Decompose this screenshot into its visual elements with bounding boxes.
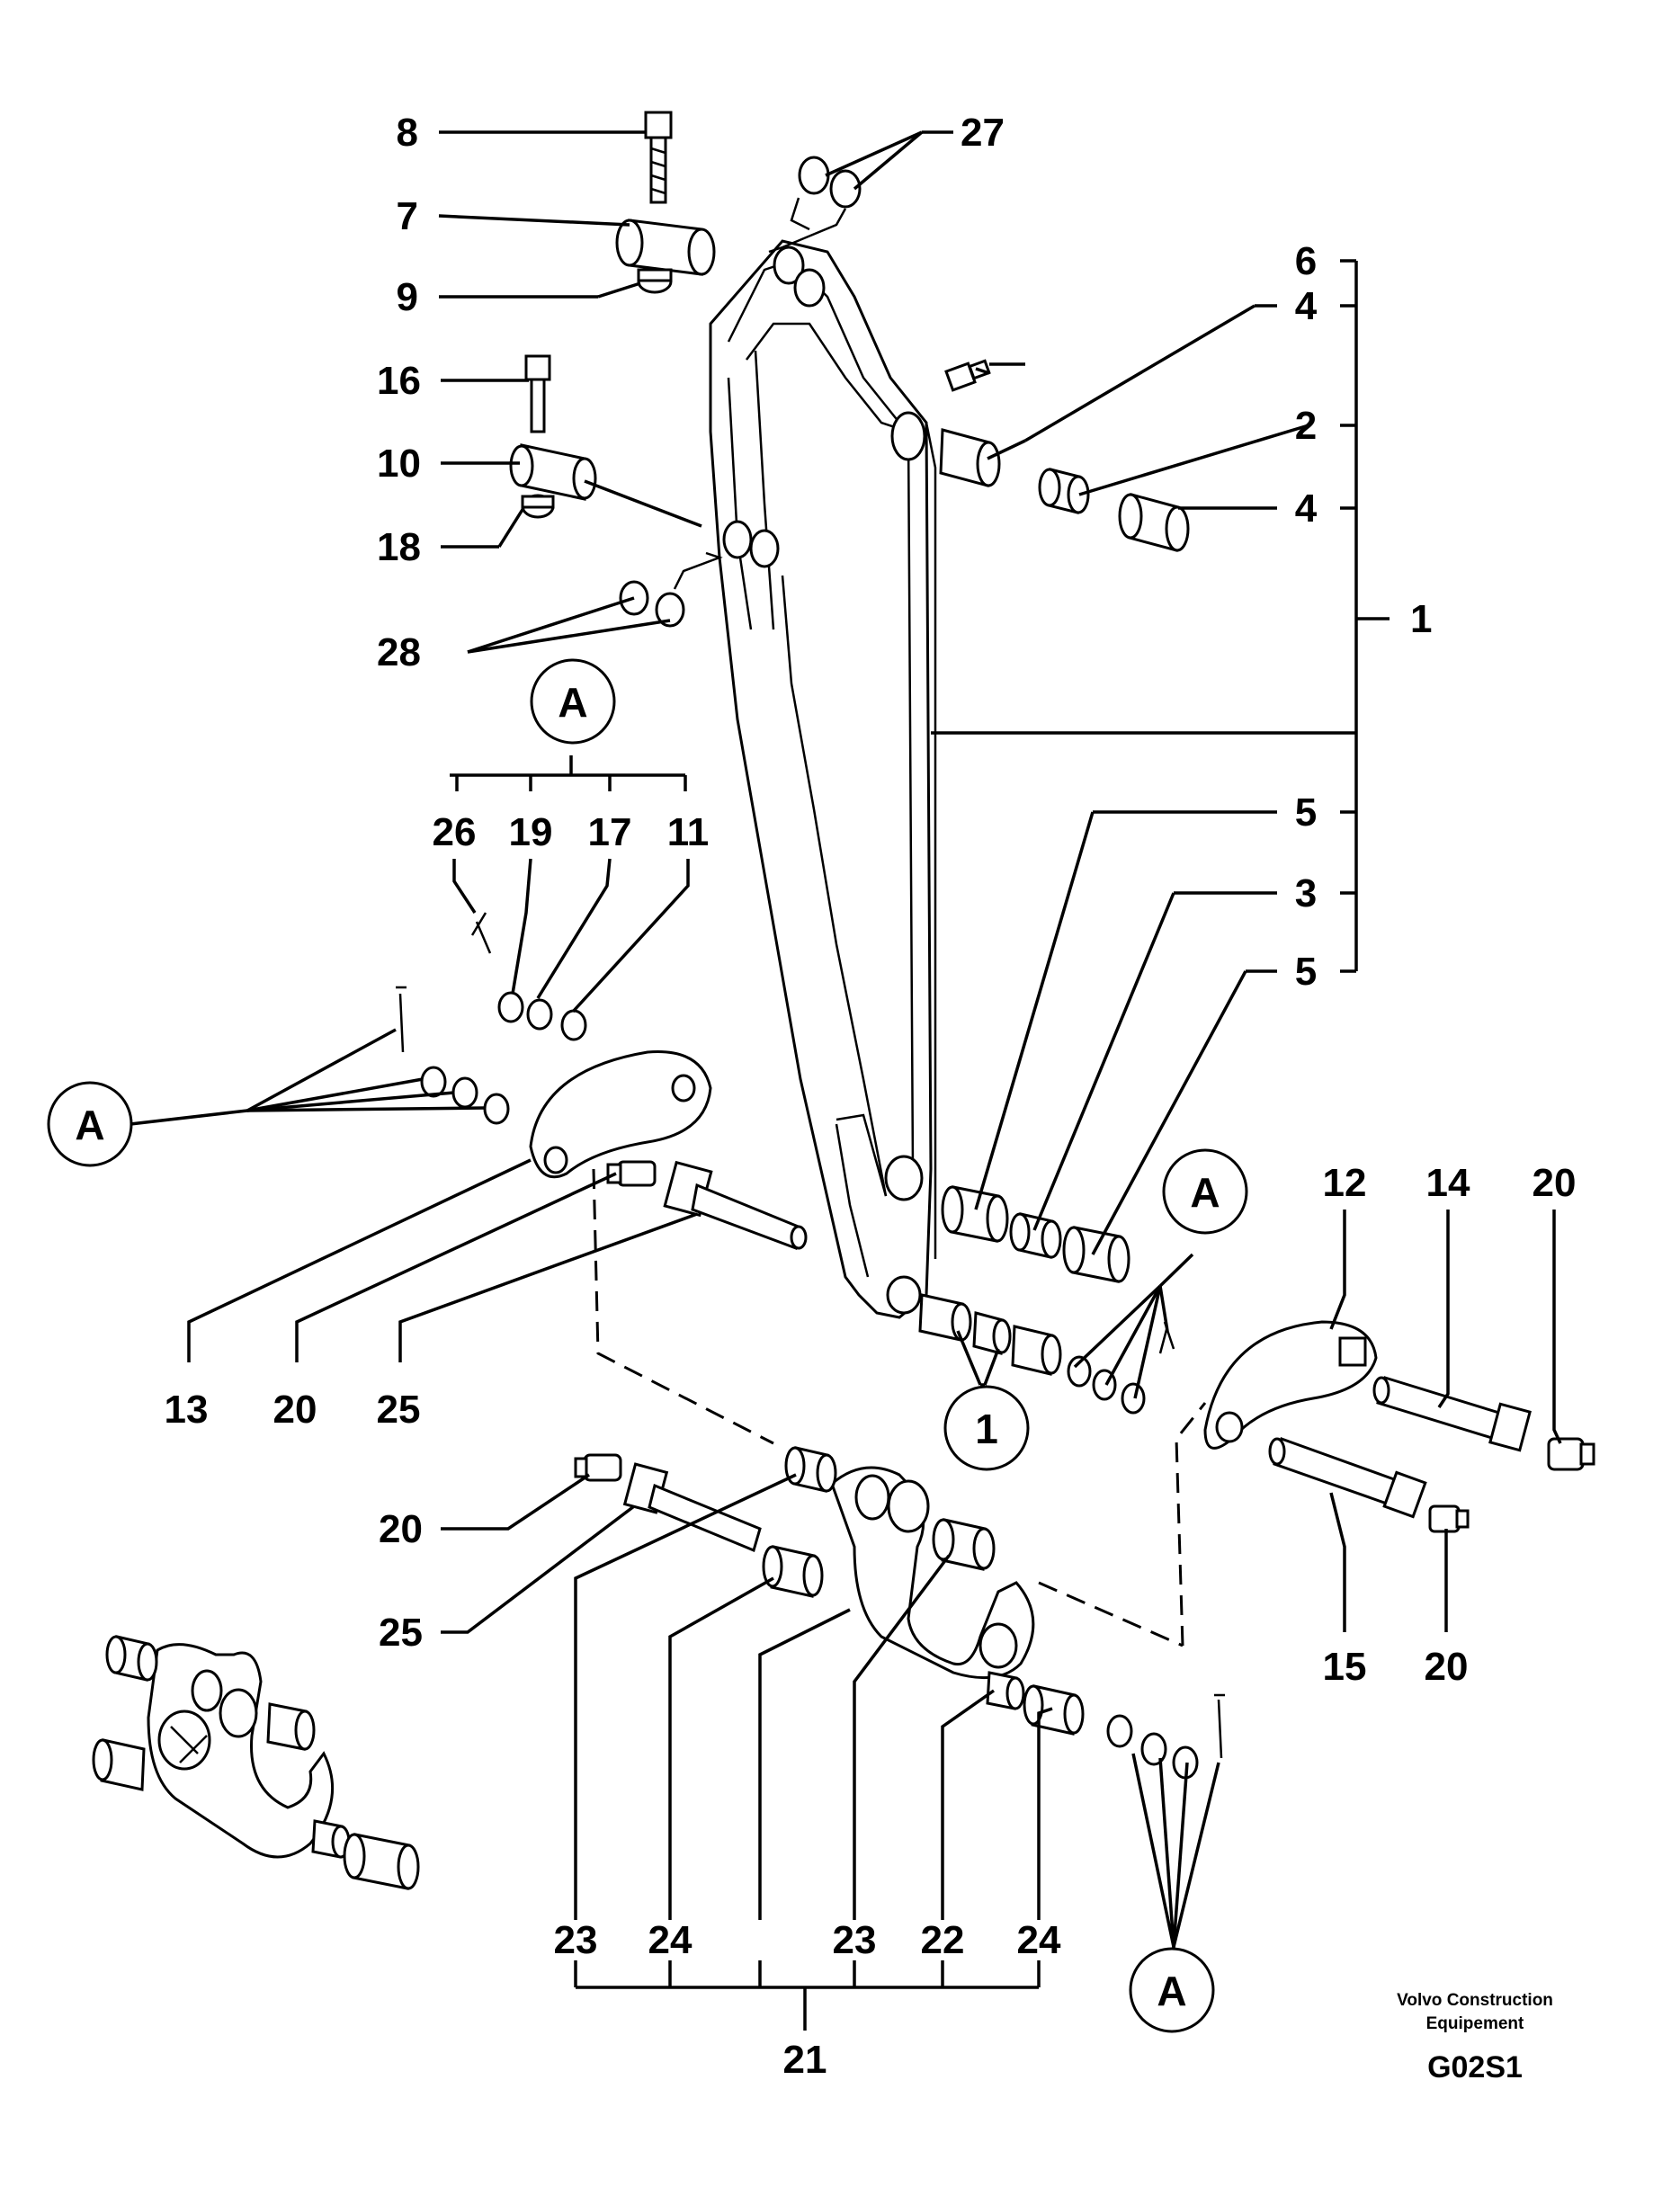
label-15: 15 bbox=[1323, 1645, 1367, 1689]
grease-nipple-20c bbox=[1428, 1504, 1470, 1533]
h-link-inset bbox=[92, 1635, 420, 1890]
bushing-4a bbox=[939, 428, 1001, 487]
callout-a-top: A bbox=[530, 658, 616, 745]
bushing-23b bbox=[932, 1518, 996, 1571]
svg-text:A: A bbox=[75, 1102, 104, 1148]
label-25a: 25 bbox=[377, 1388, 421, 1432]
grease-nipple-6 bbox=[944, 359, 991, 392]
bushing-23a bbox=[784, 1446, 837, 1493]
bushing-24b bbox=[1023, 1684, 1085, 1736]
label-22: 22 bbox=[921, 1918, 965, 1962]
bolt-16 bbox=[524, 354, 551, 433]
label-18: 18 bbox=[377, 525, 421, 569]
nut-18 bbox=[521, 494, 555, 519]
foot-bushings bbox=[918, 1293, 1175, 1415]
label-23a: 23 bbox=[554, 1918, 598, 1962]
pin-25a bbox=[663, 1160, 808, 1251]
bushing-7 bbox=[615, 219, 716, 276]
boom-arm bbox=[709, 239, 937, 1319]
label-1: 1 bbox=[1410, 597, 1432, 641]
label-20d: 20 bbox=[379, 1507, 423, 1551]
pin-25b bbox=[622, 1462, 762, 1553]
brand-line-1: Volvo Construction bbox=[1397, 1991, 1553, 2010]
callout-a-bottom: A bbox=[1129, 1947, 1215, 2033]
label-21: 21 bbox=[783, 2038, 827, 2082]
part-number-labels: 8 7 9 16 10 18 28 27 6 4 2 4 1 5 3 5 26 … bbox=[165, 111, 1577, 2082]
bolt-8 bbox=[644, 111, 673, 204]
washers-28 bbox=[619, 551, 723, 628]
label-23b: 23 bbox=[833, 1918, 877, 1962]
washers-a-top bbox=[470, 912, 587, 1041]
leader-lines bbox=[130, 130, 1562, 2031]
label-8: 8 bbox=[397, 111, 418, 155]
callout-a-right: A bbox=[1162, 1148, 1248, 1235]
bushing-5a bbox=[941, 1185, 1009, 1243]
label-17: 17 bbox=[588, 810, 632, 854]
label-5a: 5 bbox=[1295, 790, 1317, 835]
label-10: 10 bbox=[377, 442, 421, 486]
label-19: 19 bbox=[509, 810, 553, 854]
label-9: 9 bbox=[397, 275, 418, 319]
seal-22 bbox=[986, 1671, 1025, 1710]
brand-line-2: Equipement bbox=[1426, 2014, 1524, 2033]
label-25b: 25 bbox=[379, 1611, 423, 1655]
washers-left bbox=[396, 986, 510, 1125]
svg-text:1: 1 bbox=[975, 1406, 998, 1452]
nut-9 bbox=[637, 268, 673, 294]
link-12 bbox=[1203, 1320, 1378, 1450]
label-20c: 20 bbox=[1425, 1645, 1469, 1689]
bushing-24a bbox=[762, 1545, 824, 1598]
pin-14 bbox=[1372, 1376, 1532, 1452]
label-26: 26 bbox=[433, 810, 477, 854]
callout-1-bottom: 1 bbox=[943, 1385, 1030, 1471]
label-28: 28 bbox=[377, 630, 421, 674]
bushing-10 bbox=[509, 443, 597, 501]
callout-a-left: A bbox=[47, 1081, 133, 1167]
dashed-assembly-lines bbox=[592, 1168, 1207, 1647]
link-13 bbox=[529, 1050, 712, 1179]
seal-2 bbox=[1038, 468, 1090, 514]
label-4a: 4 bbox=[1295, 284, 1318, 328]
seal-3 bbox=[1009, 1212, 1062, 1259]
label-6: 6 bbox=[1295, 239, 1317, 283]
label-20b: 20 bbox=[1533, 1161, 1577, 1205]
bushing-4b bbox=[1118, 493, 1190, 552]
label-12: 12 bbox=[1323, 1161, 1367, 1205]
drawing-code: G02S1 bbox=[1427, 2050, 1523, 2084]
grease-nipple-20b bbox=[1547, 1437, 1595, 1471]
label-24a: 24 bbox=[648, 1918, 693, 1962]
svg-text:A: A bbox=[1190, 1169, 1220, 1216]
label-5b: 5 bbox=[1295, 950, 1317, 994]
bushing-5b bbox=[1062, 1226, 1130, 1283]
grease-nipple-20d bbox=[574, 1453, 622, 1482]
label-24b: 24 bbox=[1017, 1918, 1061, 1962]
label-3: 3 bbox=[1295, 871, 1317, 915]
washers-27 bbox=[768, 156, 862, 254]
label-13: 13 bbox=[165, 1388, 209, 1432]
label-20a: 20 bbox=[273, 1388, 317, 1432]
label-27: 27 bbox=[961, 111, 1005, 155]
pin-15 bbox=[1268, 1437, 1427, 1519]
washers-bottom-right bbox=[1106, 1693, 1225, 1780]
label-4b: 4 bbox=[1295, 487, 1318, 531]
label-11: 11 bbox=[667, 810, 710, 854]
label-16: 16 bbox=[377, 359, 421, 403]
label-14: 14 bbox=[1426, 1161, 1470, 1205]
svg-text:A: A bbox=[1157, 1968, 1186, 2014]
h-link-21 bbox=[830, 1466, 1035, 1680]
label-7: 7 bbox=[397, 194, 418, 238]
svg-text:A: A bbox=[558, 679, 587, 726]
label-2: 2 bbox=[1295, 404, 1317, 448]
footer: Volvo Construction Equipement G02S1 bbox=[1397, 1991, 1553, 2084]
